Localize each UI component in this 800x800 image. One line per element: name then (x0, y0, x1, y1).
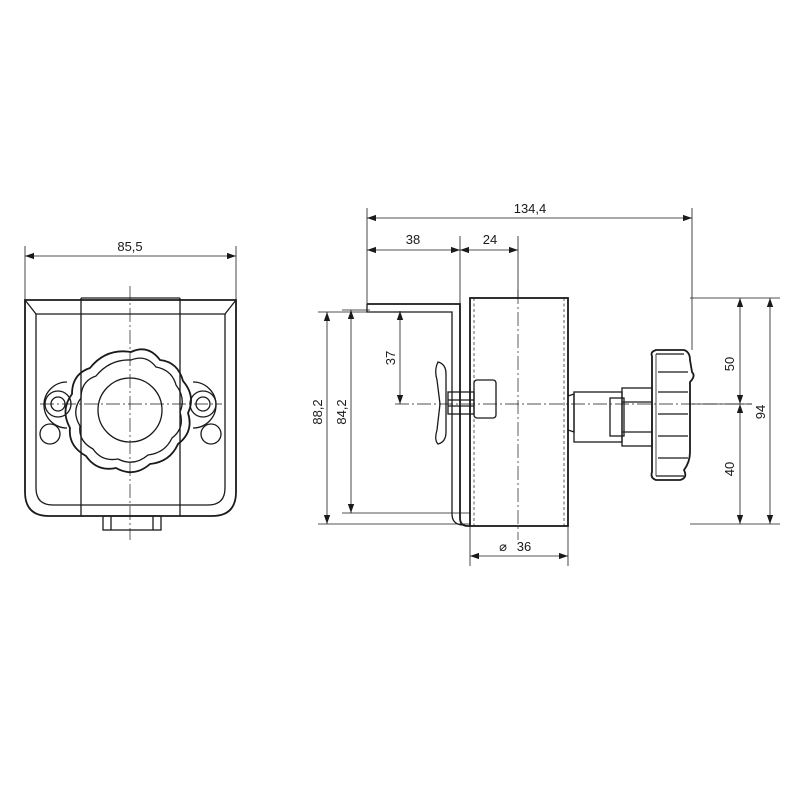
upper-50-label: 50 (722, 357, 737, 371)
overall-length-label: 134,4 (514, 201, 547, 216)
height-37-label: 37 (383, 351, 398, 365)
star-knob (64, 348, 192, 474)
diameter-label: 36 (517, 539, 531, 554)
tube-body (469, 297, 569, 527)
front-view: 85,5 (24, 239, 237, 540)
height-88-2-label: 88,2 (310, 399, 325, 424)
diameter-symbol: ⌀ (499, 539, 507, 554)
clamp-body (24, 299, 237, 517)
right-screw (189, 381, 222, 445)
lower-40-label: 40 (722, 462, 737, 476)
left-side-screw (435, 361, 497, 445)
offset-24-label: 24 (483, 232, 497, 247)
front-width-label: 85,5 (117, 239, 142, 254)
offset-38-label: 38 (406, 232, 420, 247)
mounting-bracket (367, 303, 470, 527)
bottom-stub (102, 515, 162, 531)
side-view: 134,4 38 24 88,2 84,2 37 (310, 201, 780, 566)
total-94-label: 94 (753, 405, 768, 419)
height-84-2-label: 84,2 (334, 399, 349, 424)
side-knob (567, 349, 695, 481)
